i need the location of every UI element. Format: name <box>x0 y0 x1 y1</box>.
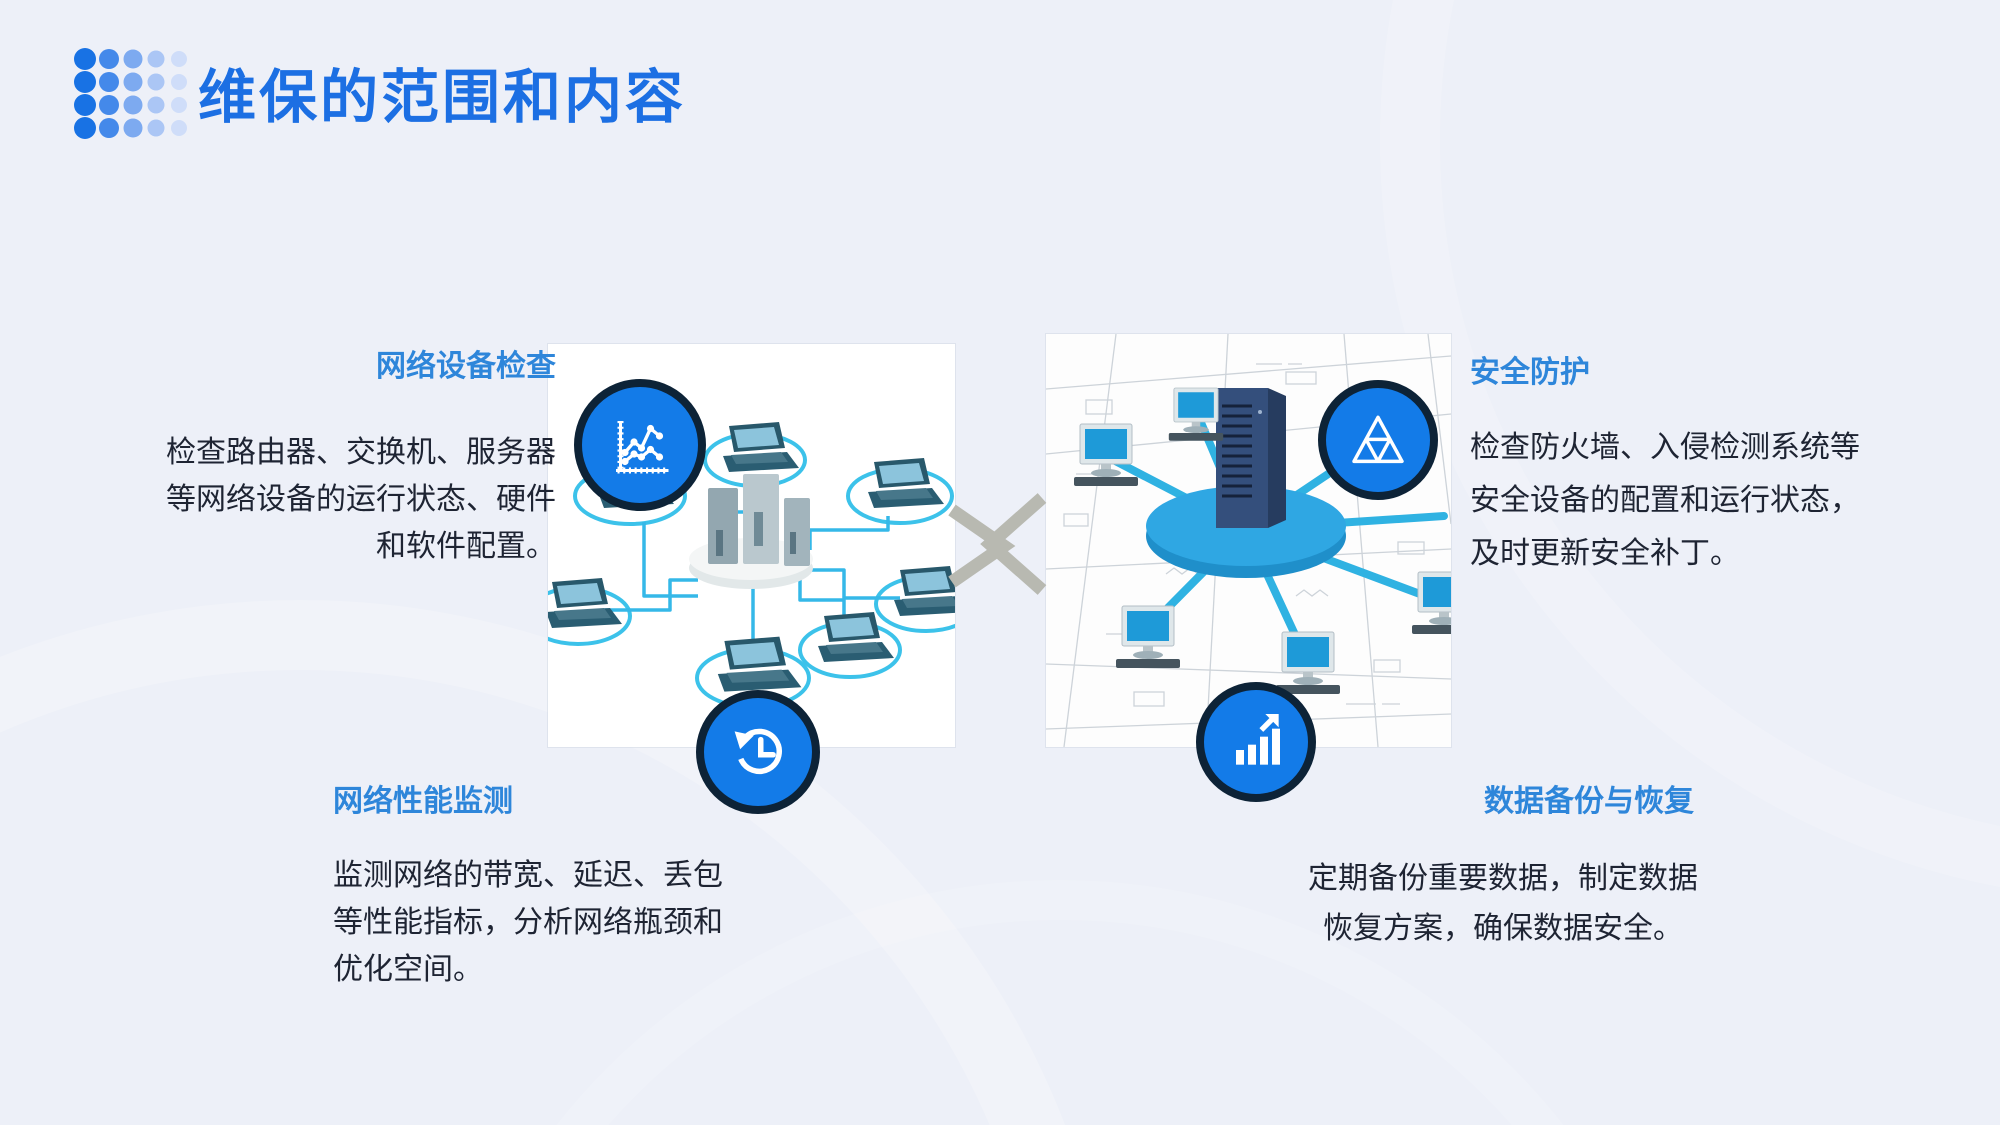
pyramid-triangle-icon <box>1318 380 1438 500</box>
blueprint-server-network-photo <box>1046 334 1451 747</box>
section-body-line: 恢复方案，确保数据安全。 <box>1323 912 1683 945</box>
section-heading: 数据备份与恢复 <box>1484 785 1694 818</box>
bar-chart-growth-icon <box>1196 682 1316 802</box>
section-body-line: 优化空间。 <box>333 953 483 986</box>
section-body-line: 监测网络的带宽、延迟、丢包 <box>333 859 723 892</box>
section-heading: 网络设备检查 <box>376 350 556 383</box>
section-body-line: 检查路由器、交换机、服务器 <box>166 436 556 469</box>
chevron-connector-icon <box>948 493 1047 595</box>
history-clock-icon <box>696 690 820 814</box>
section-body-line: 等网络设备的运行状态、硬件 <box>166 483 556 516</box>
section-body-line: 定期备份重要数据，制定数据 <box>1308 862 1698 895</box>
section-body-line: 和软件配置。 <box>376 530 556 563</box>
section-data-backup-recovery: 数据备份与恢复 定期备份重要数据，制定数据 恢复方案，确保数据安全。 <box>1296 776 1710 954</box>
section-network-device-inspection: 网络设备检查 检查路由器、交换机、服务器 等网络设备的运行状态、硬件 和软件配置… <box>110 341 556 570</box>
line-chart-icon <box>574 379 706 511</box>
section-heading: 安全防护 <box>1470 356 1590 389</box>
section-security-protection: 安全防护 检查防火墙、入侵检测系统等 安全设备的配置和运行状态， 及时更新安全补… <box>1470 347 1970 580</box>
section-body-line: 安全设备的配置和运行状态， <box>1470 484 1860 517</box>
section-heading: 网络性能监测 <box>333 785 513 818</box>
dot-grid-logo-icon <box>72 46 194 145</box>
page-title: 维保的范围和内容 <box>198 65 687 130</box>
section-body-line: 及时更新安全补丁。 <box>1470 537 1740 570</box>
section-body-line: 等性能指标，分析网络瓶颈和 <box>333 906 723 939</box>
section-network-performance-monitoring: 网络性能监测 监测网络的带宽、延迟、丢包 等性能指标，分析网络瓶颈和 优化空间。 <box>333 776 763 993</box>
section-body-line: 检查防火墙、入侵检测系统等 <box>1470 431 1860 464</box>
